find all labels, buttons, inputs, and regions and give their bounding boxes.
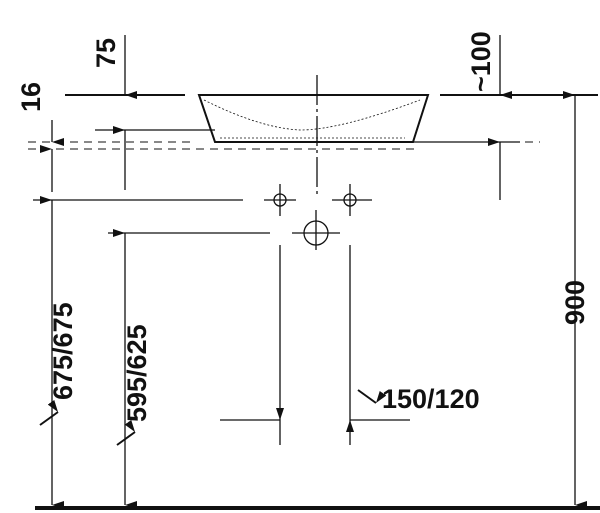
label-150: 150/120 — [382, 384, 480, 414]
pointer-arrow — [39, 399, 59, 426]
label-75: 75 — [91, 38, 121, 68]
label-900: 900 — [560, 280, 590, 325]
label-16: 16 — [16, 82, 46, 112]
pointer-arrow — [357, 389, 387, 404]
tap-hole-left — [264, 184, 296, 216]
dashed-reference-lines — [28, 141, 540, 150]
pointer-arrow — [116, 419, 136, 446]
label-approx-100: ~100 — [466, 31, 496, 92]
basin-outline — [197, 94, 430, 143]
label-675: 675/675 — [48, 302, 78, 400]
tap-hole-right — [332, 184, 372, 216]
drain-hole — [292, 210, 340, 250]
label-595: 595/625 — [122, 324, 152, 422]
